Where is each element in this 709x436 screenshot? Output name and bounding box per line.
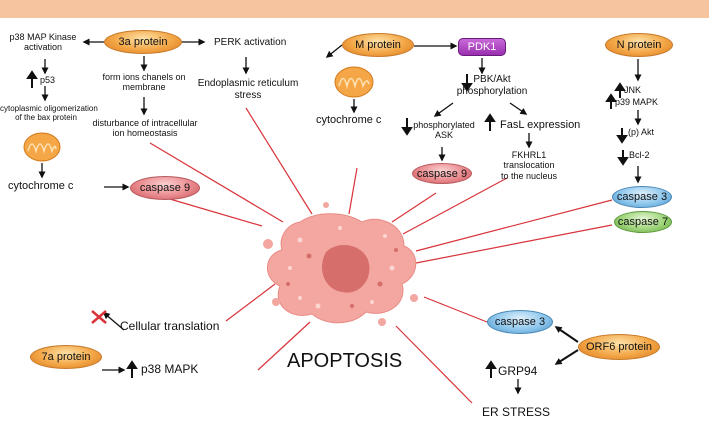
arrow-orf6-to-grp94 [554, 349, 579, 365]
cytochrome-c-mid: cytochrome c [316, 114, 382, 126]
p53-label: p53 [40, 75, 56, 85]
caspase7: caspase 7 [614, 211, 672, 233]
link-caspase3-right [415, 199, 613, 252]
cellular-translation-label: Cellular translation [120, 319, 220, 333]
arrow-m-to-mito [325, 44, 343, 58]
link-caspase9-left [162, 196, 263, 227]
protein-n: N protein [605, 33, 673, 57]
cytochrome-c-left: cytochrome c [8, 180, 74, 192]
link-caspase3-bottom [423, 296, 488, 323]
up-arrow-icon [484, 113, 496, 131]
apoptotic-cell-icon [263, 202, 418, 326]
phosphorylated-ask-label: phosphorylated ASK [413, 120, 475, 141]
up-arrow-icon [485, 360, 497, 378]
apoptosis-label: APOPTOSIS [287, 350, 403, 372]
link-cytochrome-mid [348, 167, 358, 215]
protein-orf6: ORF6 protein [578, 334, 660, 360]
up-arrow-icon [126, 360, 138, 378]
black-arrows [38, 38, 642, 395]
down-arrow-icon [461, 74, 473, 92]
caspase3-right: caspase 3 [612, 186, 672, 208]
fkhrl1-label: FKHRL1 translocation to the nucleus [500, 150, 558, 181]
caspase3-bottom: caspase 3 [487, 310, 553, 334]
inhibition-x-icon [91, 310, 107, 324]
link-caspase9-mid [391, 192, 437, 223]
up-arrow-icon [605, 93, 617, 109]
ion-homeostasis-label: disturbance of intracellular ion homeost… [92, 118, 198, 139]
caspase9-mid: caspase 9 [412, 163, 472, 184]
p39-mapk-label: p39 MAPK [615, 97, 659, 107]
caspase9-left: caspase 9 [130, 176, 200, 200]
jnk-label: JNK [624, 85, 642, 95]
link-disturbance [149, 142, 284, 223]
top-bar [0, 0, 709, 18]
down-arrow-icon [617, 150, 629, 166]
protein-7a: 7a protein [30, 345, 102, 369]
er-stress-label: Endoplasmic reticulum stress [197, 78, 299, 101]
pbk-akt-label: PBK/Akt phosphorylation [456, 74, 528, 97]
er-stress-bottom-label: ER STRESS [482, 405, 551, 419]
red-links [149, 107, 613, 404]
perk-activation-label: PERK activation [214, 37, 287, 48]
link-cellular-translation [225, 283, 276, 322]
link-fkhrl1 [402, 177, 508, 235]
grp94-label: GRP94 [498, 364, 538, 378]
link-er-stress-bottom [395, 325, 473, 404]
p-akt-label: (p) Akt [628, 127, 655, 137]
down-arrow-icon [401, 118, 413, 136]
arrow-pbk-to-phos [433, 102, 454, 117]
mitochondrion-icon [23, 132, 61, 162]
protein-3a: 3a protein [104, 30, 182, 54]
up-arrow-icon [614, 82, 626, 98]
bcl2-label: Bcl-2 [629, 150, 650, 160]
node-pdk1: PDK1 [458, 38, 506, 56]
bax-oligomerization-label: cytoplasmic oligomerization of the bax p… [0, 104, 98, 123]
link-er-stress [245, 107, 313, 215]
down-arrow-icon [616, 128, 628, 144]
arrow-orf6-to-caspase3 [554, 326, 579, 343]
arrow-pbk-to-fasl [509, 102, 528, 115]
up-arrow-icon [26, 70, 38, 88]
protein-m: M protein [342, 33, 414, 57]
p38-kinase-label: p38 MAP Kinase activation [9, 32, 77, 53]
p38-mapk-label: p38 MAPK [141, 362, 199, 376]
fasl-expression-label: FasL expression [500, 119, 581, 131]
arrow-7a-to-translation [102, 312, 125, 331]
link-p38mapk [257, 321, 311, 371]
mitochondrion-icon [334, 66, 374, 98]
ion-channels-label: form ions chanels on membrane [102, 72, 186, 93]
level-indicators [26, 70, 629, 378]
link-caspase7 [415, 224, 613, 264]
